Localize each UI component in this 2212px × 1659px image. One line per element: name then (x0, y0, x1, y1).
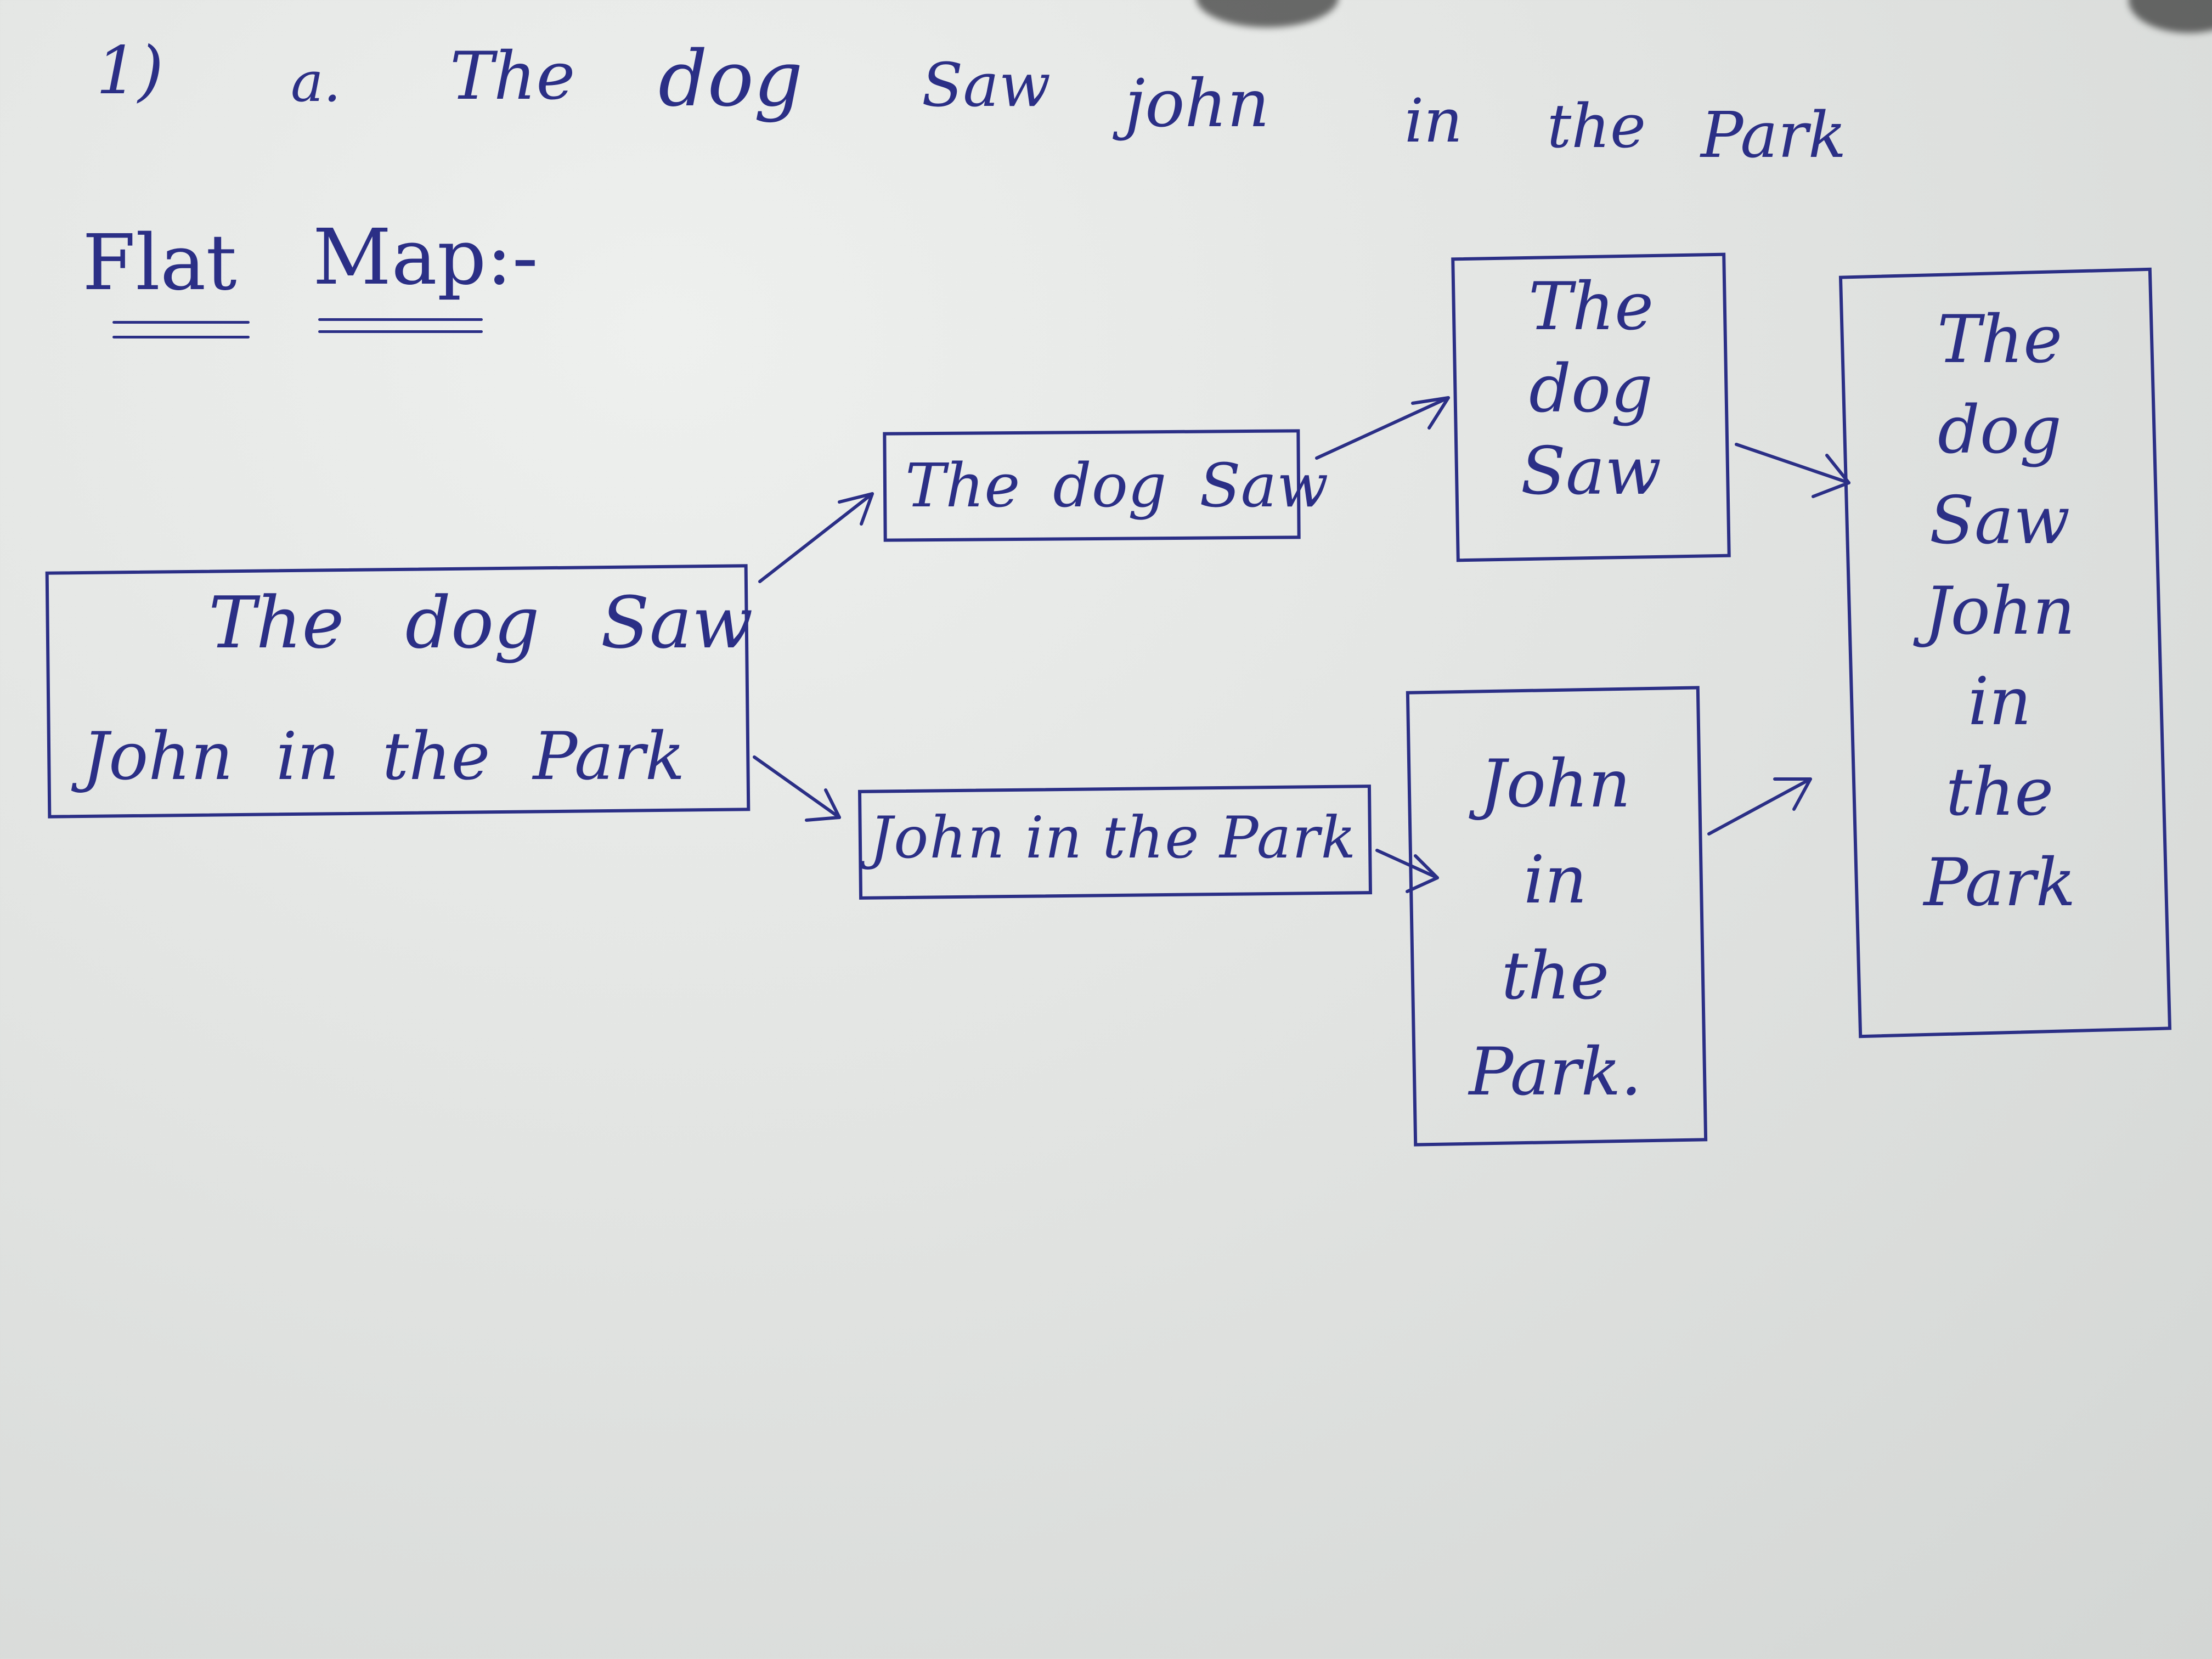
heading-word-in: in (1404, 86, 1463, 156)
root-box-line2: John in the Park (82, 719, 685, 795)
arrowhead-root-to-bottom (805, 788, 841, 822)
result-item: in (1968, 664, 2032, 740)
result-list: The dog Saw John in the Park (1865, 307, 2134, 916)
arrow-wordsbottom-to-result (1707, 777, 1812, 836)
words-bottom-item: Park. (1469, 1034, 1642, 1110)
heading-word-the: The (450, 38, 575, 115)
arrow-top-to-words (1315, 396, 1450, 460)
paper-shadow-corner (2129, 0, 2212, 33)
heading-word-john: john (1125, 66, 1270, 142)
words-top-item: The (1528, 269, 1654, 345)
words-top-item: Saw (1520, 433, 1662, 510)
result-item: John (1924, 573, 2075, 650)
arrowhead-top-to-words (1411, 396, 1450, 430)
flat-underline-1 (112, 321, 250, 324)
arrow-root-to-bottom (753, 755, 841, 819)
result-item: Saw (1929, 483, 2070, 559)
result-item: dog (1938, 392, 2062, 469)
map-underline-2 (318, 330, 483, 333)
flat-underline-2 (112, 336, 250, 338)
arrow-root-to-top (758, 492, 874, 583)
question-number: 1) (96, 33, 164, 109)
words-bottom-item: John (1480, 746, 1631, 822)
section-title-flat: Flat (82, 218, 237, 308)
paper-shadow-top (1196, 0, 1339, 27)
map-underline-1 (318, 318, 483, 321)
arrowhead-wordsbottom-to-result (1773, 777, 1812, 811)
arrow-wordstop-to-result (1735, 443, 1850, 484)
heading-word-dog: dog (658, 35, 803, 124)
result-item: The (1937, 302, 2063, 378)
words-bottom-item: in (1523, 842, 1587, 918)
section-title-map: Map:- (313, 213, 538, 302)
question-part: a. (291, 50, 341, 114)
words-bottom-item: the (1501, 938, 1610, 1014)
result-item: Park (1923, 845, 2076, 921)
arrowhead-root-to-top (838, 492, 874, 526)
heading-word-saw: Saw (922, 50, 1051, 120)
heading-word-the2: the (1547, 91, 1646, 161)
words-top-item: dog (1529, 351, 1653, 427)
split-top-text: The dog Saw (905, 450, 1329, 521)
root-box-line1: The dog Saw (208, 581, 753, 664)
heading-word-park: Park (1701, 99, 1847, 172)
split-bottom-text: John in the Park (870, 804, 1357, 871)
words-bottom-list: John in the Park. (1432, 752, 1679, 1105)
words-top-list: The dog Saw (1476, 274, 1706, 505)
result-item: the (1945, 754, 2054, 831)
